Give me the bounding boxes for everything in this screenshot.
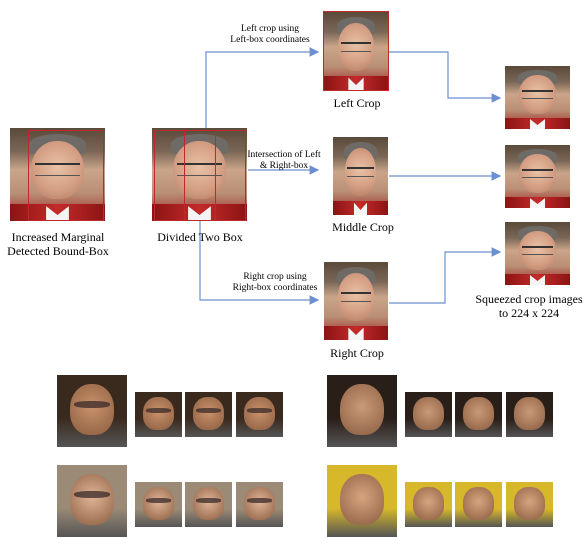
- example-crop-image: [455, 482, 502, 527]
- example-crop-image: [185, 482, 232, 527]
- example-crop-image: [135, 482, 182, 527]
- arrow-right-to-squeezed: [389, 247, 502, 304]
- example-crop-image: [236, 482, 283, 527]
- right-crop-label: Right Crop: [330, 346, 384, 360]
- example-source-image: [57, 375, 127, 447]
- example-crop-image: [135, 392, 182, 437]
- right-arrow-label: Right crop using Right-box coordinates: [232, 272, 318, 293]
- right-box: [184, 130, 246, 221]
- middle-arrow-label: Intersection of Left & Right-box: [247, 150, 321, 171]
- middle-crop-label: Middle Crop: [332, 220, 394, 234]
- squeezed-image-1: [505, 66, 570, 129]
- squeezed-image-2: [505, 145, 570, 208]
- detected-bound-box: [28, 130, 104, 221]
- squeezed-image-3: [505, 222, 570, 285]
- middle-crop-image: [333, 137, 388, 215]
- example-crop-image: [405, 392, 452, 437]
- left-crop-label: Left Crop: [333, 96, 381, 110]
- left-crop-image: [323, 11, 389, 91]
- squeezed-label: Squeezed crop images to 224 x 224: [475, 292, 583, 320]
- arrow-to-right-crop: [199, 220, 320, 305]
- example-crop-image: [185, 392, 232, 437]
- example-crop-image: [506, 482, 553, 527]
- left-arrow-label: Left crop using Left-box coordinates: [230, 24, 310, 45]
- source-face-image: [10, 128, 105, 221]
- example-source-image: [327, 375, 397, 447]
- example-crop-image: [455, 392, 502, 437]
- divided-face-image: [152, 128, 247, 221]
- arrow-left-to-squeezed: [389, 51, 502, 103]
- example-crop-image: [506, 392, 553, 437]
- example-source-image: [57, 465, 127, 537]
- right-crop-image: [324, 262, 388, 340]
- example-source-image: [327, 465, 397, 537]
- example-crop-image: [405, 482, 452, 527]
- source-label: Increased Marginal Detected Bound-Box: [7, 230, 109, 258]
- divided-label: Divided Two Box: [157, 230, 243, 244]
- arrow-to-left-crop: [205, 47, 320, 128]
- example-crop-image: [236, 392, 283, 437]
